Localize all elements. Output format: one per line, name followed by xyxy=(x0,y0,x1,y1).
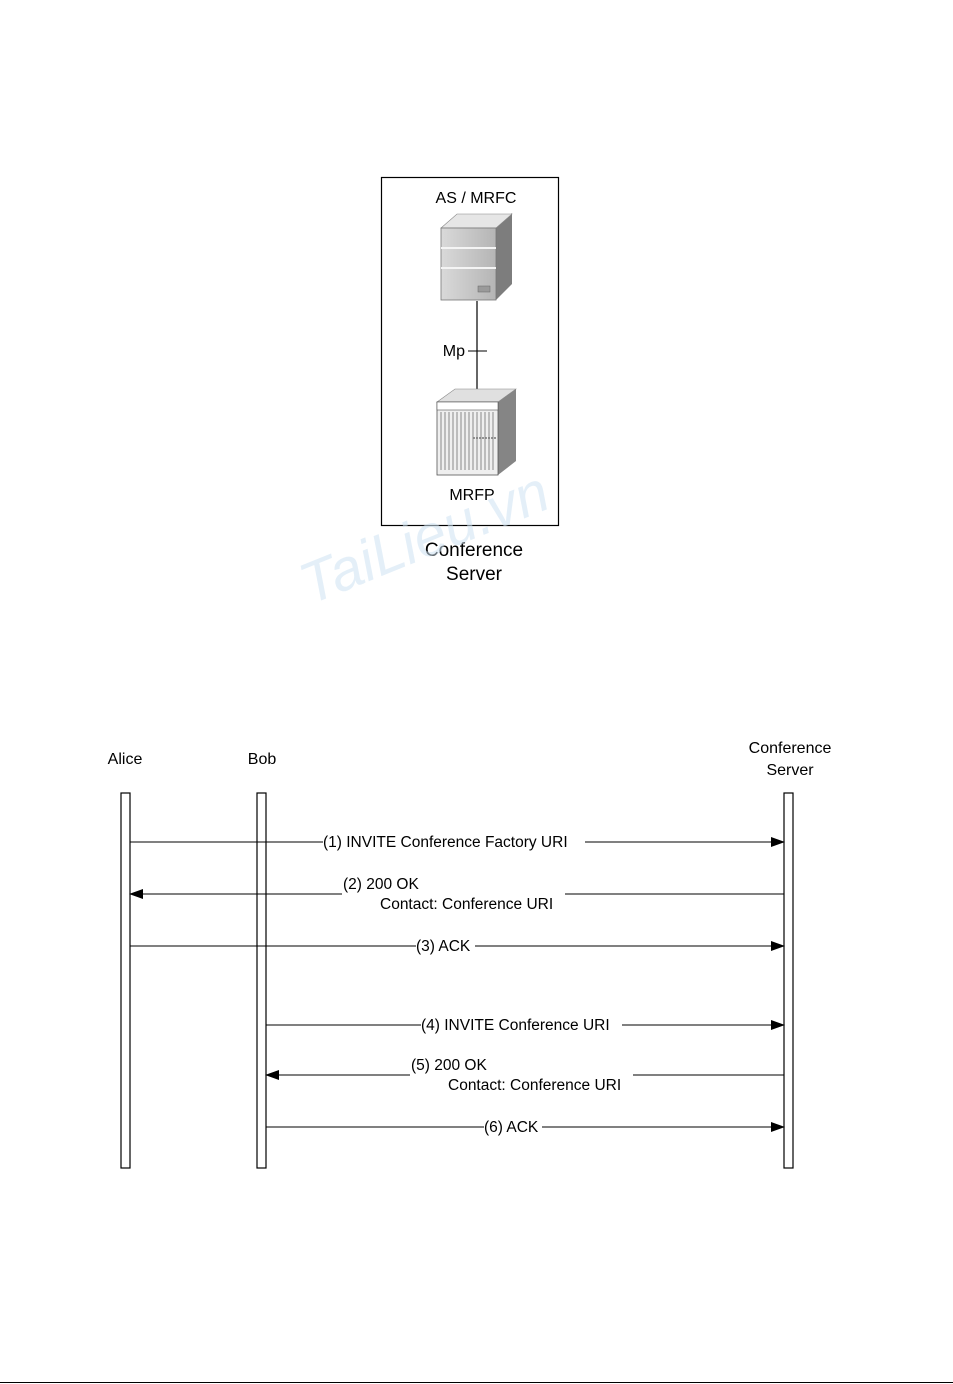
as-mrfc-label: AS / MRFC xyxy=(436,190,517,207)
bob-lifeline xyxy=(257,793,266,1168)
message-6-label: (6) ACK xyxy=(484,1119,539,1136)
message-4: (4) INVITE Conference URI xyxy=(266,1017,784,1034)
alice-lifeline xyxy=(121,793,130,1168)
message-3: (3) ACK xyxy=(130,938,784,955)
watermark: TaiLieu.vn xyxy=(291,459,559,618)
message-5-label: (5) 200 OK xyxy=(411,1057,487,1074)
message-2-label: (2) 200 OK xyxy=(343,876,419,893)
conference-server-caption-line2: Server xyxy=(446,564,503,585)
sequence-diagram: Alice Bob Conference Server (1) INVITE C… xyxy=(108,740,832,1168)
message-4-label: (4) INVITE Conference URI xyxy=(421,1017,610,1034)
participant-server-label-line1: Conference xyxy=(749,740,832,757)
message-3-label: (3) ACK xyxy=(416,938,471,955)
server-lifeline xyxy=(784,793,793,1168)
message-5-sublabel: Contact: Conference URI xyxy=(448,1077,621,1094)
message-1-label: (1) INVITE Conference Factory URI xyxy=(323,834,568,851)
mp-interface-label: Mp xyxy=(443,343,465,360)
message-1: (1) INVITE Conference Factory URI xyxy=(130,834,784,851)
architecture-diagram: AS / MRFC Mp xyxy=(291,178,559,618)
message-5: (5) 200 OK Contact: Conference URI xyxy=(266,1057,784,1094)
as-mrfc-server-icon xyxy=(441,213,512,300)
participant-bob-label: Bob xyxy=(248,751,277,768)
message-2-sublabel: Contact: Conference URI xyxy=(380,896,553,913)
participant-alice-label: Alice xyxy=(108,751,143,768)
mrfp-chassis-icon xyxy=(437,389,516,475)
message-2: (2) 200 OK Contact: Conference URI xyxy=(130,876,784,913)
message-6: (6) ACK xyxy=(266,1119,784,1136)
participant-server-label-line2: Server xyxy=(766,762,814,779)
